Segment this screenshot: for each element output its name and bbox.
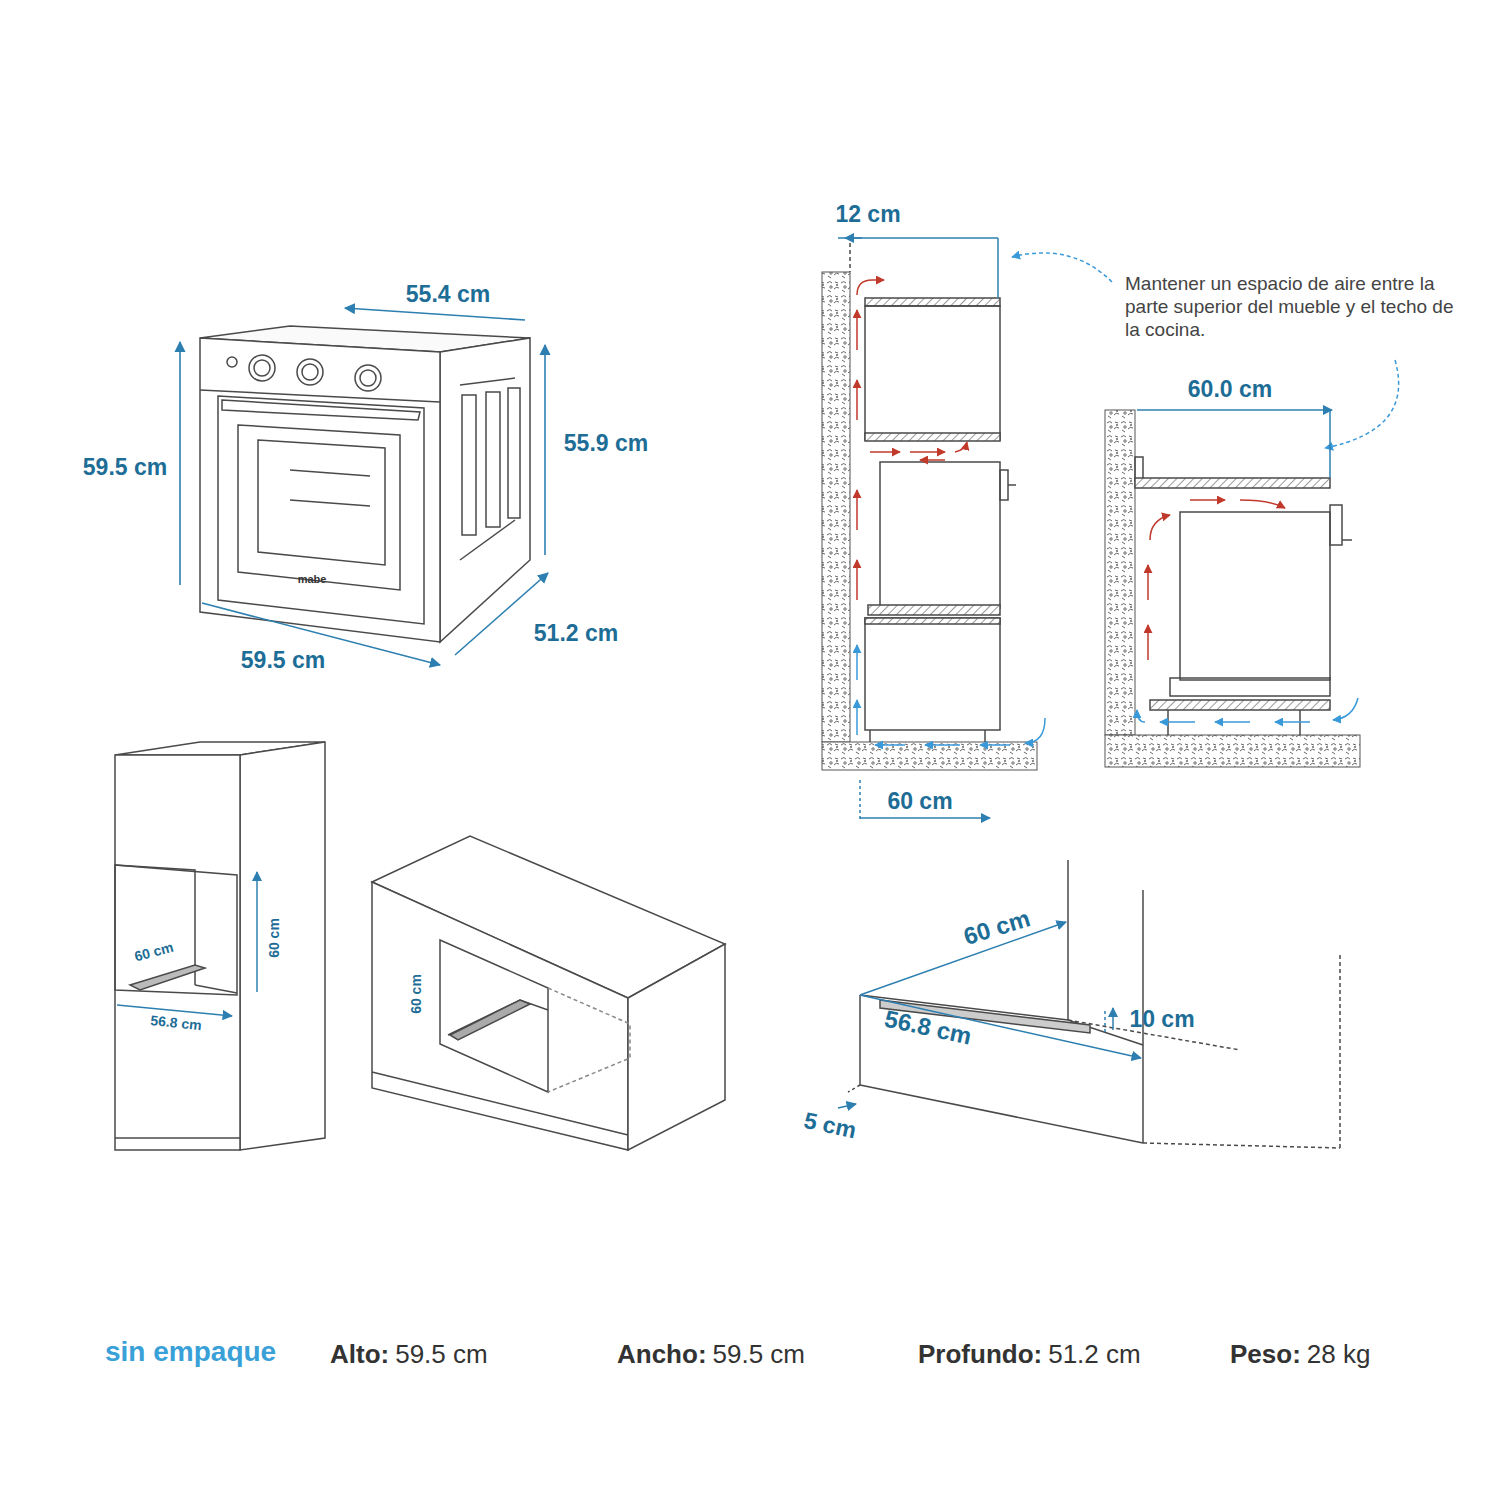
dimension-label: 56.8 cm <box>150 1012 203 1034</box>
dimension-label: 60 cm <box>133 939 176 966</box>
dimension-label: 51.2 cm <box>534 620 618 648</box>
dimension-label: 5 cm <box>801 1107 858 1145</box>
dimension-label: 60 cm <box>887 788 952 816</box>
dimension-label: 55.9 cm <box>564 430 648 458</box>
spec-text: 59.5 cm <box>395 1339 488 1370</box>
spec-text: Peso: <box>1230 1339 1301 1370</box>
dimension-label: 60 cm <box>960 904 1034 951</box>
dimension-label: 60 cm <box>408 974 425 1014</box>
tower-section <box>822 236 1045 822</box>
spec-text: 59.5 cm <box>713 1339 806 1370</box>
dimension-label: 59.5 cm <box>241 647 325 675</box>
spec-text: Profundo: <box>918 1339 1042 1370</box>
counter-cabinet <box>372 836 725 1150</box>
oven-drawing <box>200 326 530 642</box>
spec-text: Ancho: <box>617 1339 707 1370</box>
dimension-label: 55.4 cm <box>406 281 490 309</box>
spec-text: sin empaque <box>105 1335 276 1369</box>
dimension-label: 60 cm <box>266 918 283 958</box>
spec-text: 28 kg <box>1307 1339 1371 1370</box>
dimension-arrows <box>180 308 548 665</box>
brand-logo: mabe <box>298 573 327 586</box>
counter-section <box>1105 410 1360 767</box>
dimension-label: 60.0 cm <box>1188 376 1272 404</box>
dimension-label: 12 cm <box>835 201 900 229</box>
dimension-label: 59.5 cm <box>83 454 167 482</box>
spec-text: 51.2 cm <box>1048 1339 1141 1370</box>
dimension-label: 56.8 cm <box>882 1005 974 1051</box>
tower-cabinet <box>115 742 325 1150</box>
dimension-label: 10 cm <box>1129 1006 1194 1034</box>
niche-drawing <box>838 860 1340 1148</box>
note-text: Mantener un espacio de aire entre la par… <box>1125 273 1470 341</box>
spec-text: Alto: <box>330 1339 389 1370</box>
